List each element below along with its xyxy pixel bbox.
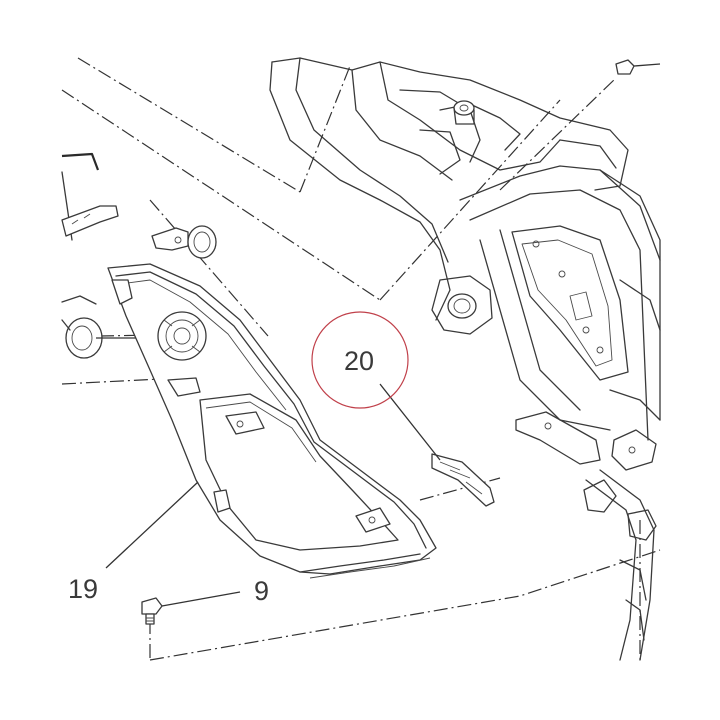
leader-20 xyxy=(379,383,441,461)
label-strip-20 xyxy=(431,453,495,507)
leader-lines xyxy=(105,383,441,607)
screw-9 xyxy=(141,597,163,625)
callout-19: 19 xyxy=(68,574,98,604)
callout-9: 9 xyxy=(254,576,269,606)
left-small-parts xyxy=(61,152,217,359)
leader-19 xyxy=(105,481,199,569)
leader-9 xyxy=(161,591,241,607)
callout-20: 20 xyxy=(344,346,374,376)
side-cover-panel-19 xyxy=(107,263,437,579)
frame-assembly xyxy=(269,57,661,661)
highlight-circle xyxy=(311,311,409,409)
